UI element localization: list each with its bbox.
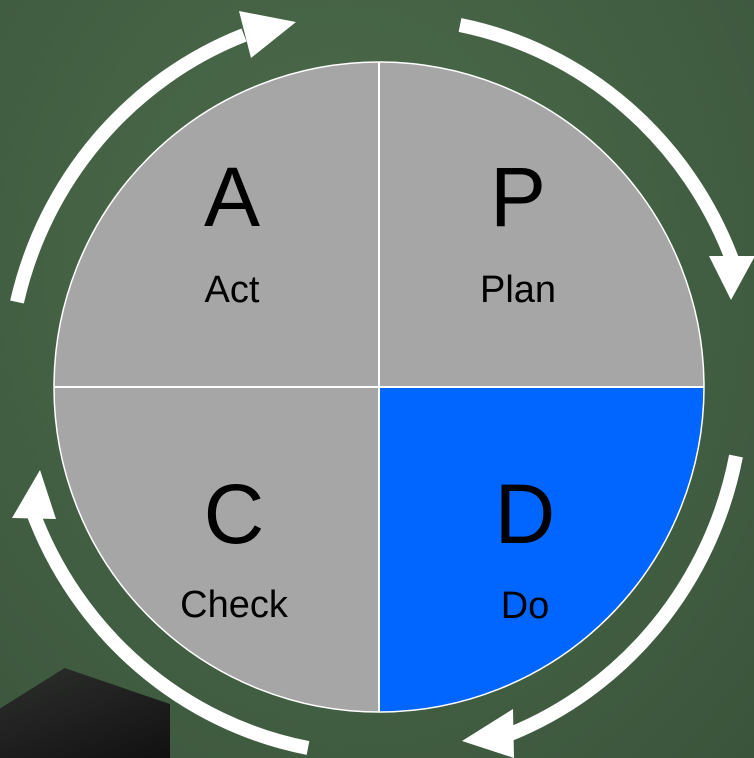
arrow-act-to-plan-head xyxy=(239,11,296,58)
quadrant-plan[interactable] xyxy=(379,62,704,387)
arrow-act-to-plan-shaft xyxy=(10,28,247,304)
act-label: Act xyxy=(205,269,260,311)
arrow-check-to-act-head xyxy=(12,470,56,519)
act-letter: A xyxy=(204,150,260,244)
do-label: Do xyxy=(501,585,550,627)
quadrant-check[interactable] xyxy=(54,387,379,712)
arrow-plan-to-do-head xyxy=(709,256,754,300)
arrow-do-to-check-head xyxy=(462,709,514,758)
arrow-check-to-act-shaft xyxy=(25,507,310,755)
plan-letter: P xyxy=(490,150,546,244)
quadrant-act[interactable] xyxy=(54,62,379,387)
do-letter: D xyxy=(495,467,556,561)
arrow-do-to-check-shaft xyxy=(505,454,743,742)
arrow-plan-to-do-shaft xyxy=(458,18,740,265)
cycle-arrows xyxy=(10,18,743,755)
circle-outline xyxy=(53,61,705,713)
quadrant-do[interactable] xyxy=(379,387,704,712)
plan-label: Plan xyxy=(480,269,556,311)
check-label: Check xyxy=(180,584,289,626)
check-letter: C xyxy=(204,467,265,561)
